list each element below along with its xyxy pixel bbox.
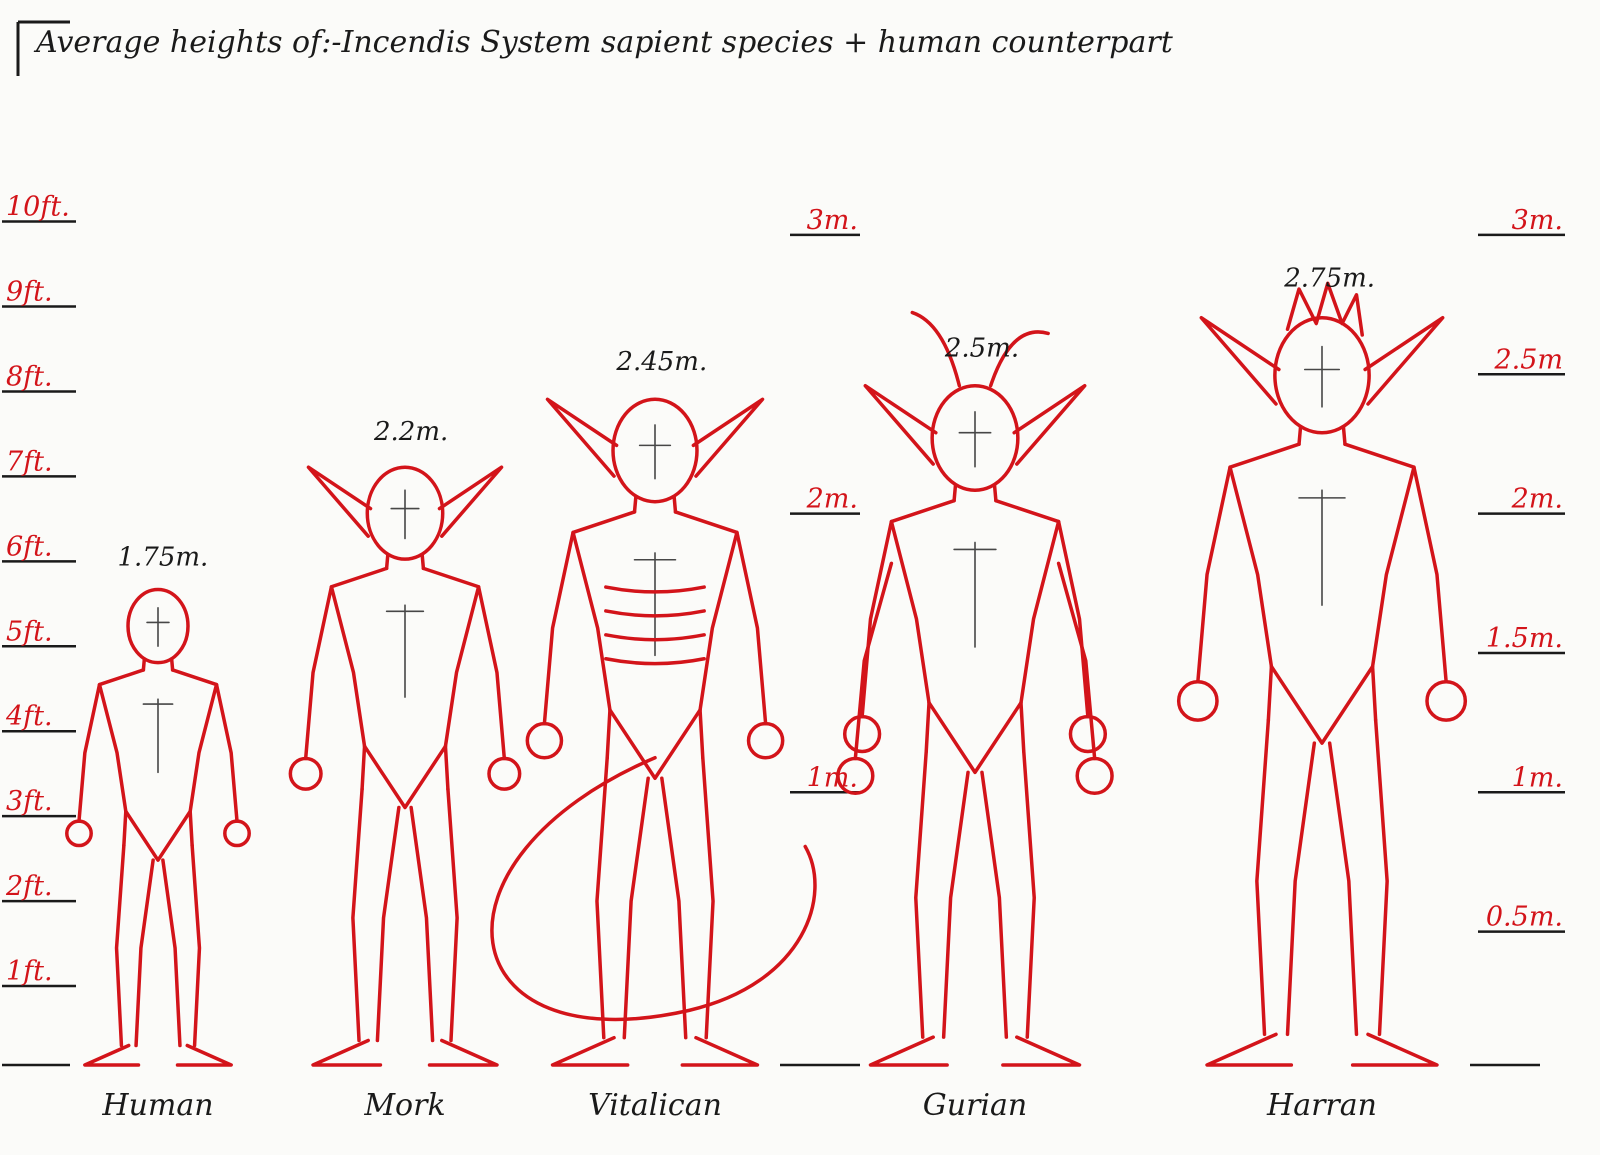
left-axis-tick-label: 9ft. — [6, 277, 53, 308]
right-axis-tick-label: 2m. — [1511, 484, 1563, 515]
left-axis-tick-label: 7ft. — [6, 446, 53, 477]
left-axis-tick-label: 5ft. — [6, 616, 53, 647]
left-axis-tick-label: 6ft. — [6, 531, 53, 562]
left-axis-tick-label: 4ft. — [5, 701, 53, 732]
species-name-label: Harran — [1266, 1088, 1377, 1123]
middle-axis-tick-label: 2m. — [806, 484, 858, 515]
species-height-label: 1.75m. — [117, 542, 208, 572]
right-axis-tick-label: 1.5m. — [1486, 623, 1563, 654]
middle-axis-tick-label: 1m. — [807, 762, 858, 793]
species-name-label: Gurian — [923, 1088, 1027, 1123]
middle-axis-tick-label: 3m. — [807, 205, 858, 236]
species-height-label: 2.2m. — [373, 417, 448, 447]
left-axis-tick-label: 10ft. — [6, 192, 70, 223]
species-height-label: 2.75m. — [1283, 264, 1375, 294]
species-name-label: Mork — [363, 1088, 445, 1123]
right-axis-tick-label: 1m. — [1512, 762, 1563, 793]
species-height-label: 2.45m. — [615, 347, 707, 377]
right-axis-tick-label: 0.5m. — [1486, 902, 1563, 933]
species-height-label: 2.5m. — [944, 333, 1019, 363]
right-axis-tick-label: 2.5m — [1493, 344, 1563, 375]
left-axis-tick-label: 3ft. — [6, 786, 53, 817]
species-name-label: Human — [101, 1088, 213, 1123]
right-axis-tick-label: 3m. — [1512, 205, 1563, 236]
left-axis-tick-label: 2ft. — [5, 871, 53, 902]
left-axis-tick-label: 8ft. — [6, 361, 53, 392]
chart-title: Average heights of:-Incendis System sapi… — [33, 25, 1174, 60]
species-name-label: Vitalican — [588, 1088, 722, 1123]
left-axis-tick-label: 1ft. — [6, 956, 53, 987]
